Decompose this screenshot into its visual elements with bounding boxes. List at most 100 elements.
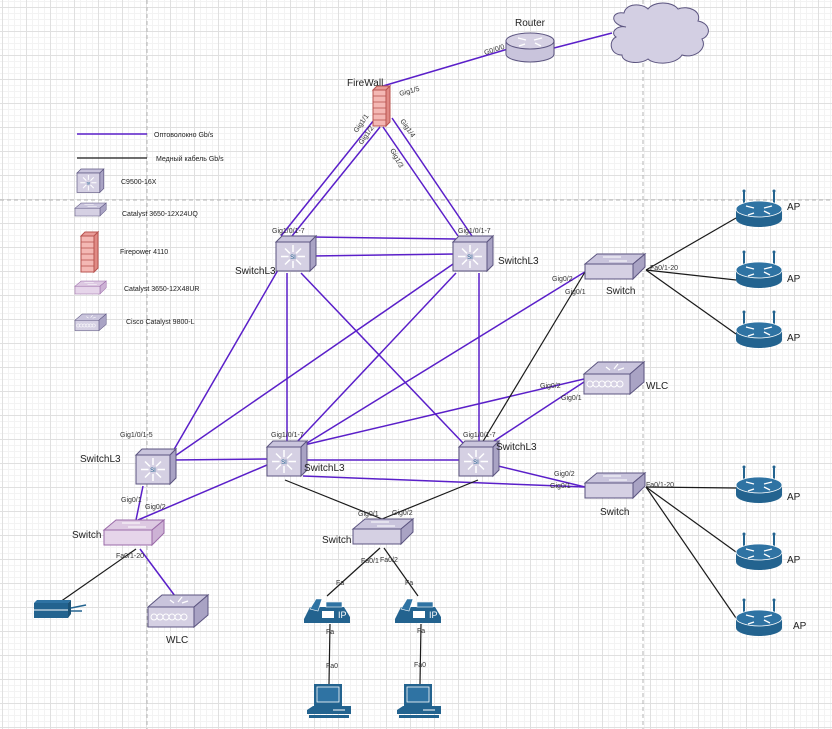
link-access-left-printer[interactable] xyxy=(59,548,137,603)
dist-b-port-label: Gig1/0/1-7 xyxy=(271,432,304,439)
legend-9800-label: Cisco Catalyst 9800-L xyxy=(126,319,195,326)
router-label: Router xyxy=(515,18,546,29)
wlc-left-label: WLC xyxy=(166,635,188,646)
link-core-core-1[interactable] xyxy=(311,236,457,240)
core-switch-left[interactable] xyxy=(275,235,317,272)
access-switch-bottom-right[interactable] xyxy=(584,472,646,499)
printer-icon[interactable] xyxy=(34,600,87,618)
link-coreR-distA[interactable] xyxy=(174,261,457,457)
link-distC-access-bottom-right[interactable] xyxy=(497,465,586,488)
link-access-br-ap4[interactable] xyxy=(645,486,737,489)
link-fw-core-right-2[interactable] xyxy=(391,117,473,237)
access-br-port-gig0-1: Gig0/1 xyxy=(550,483,571,490)
fw-port-gig1-4: Gig1/4 xyxy=(398,118,416,139)
access-switch-left[interactable] xyxy=(103,519,165,546)
ip-phone-1[interactable]: IP xyxy=(304,598,350,623)
access-switch-top-right[interactable] xyxy=(584,253,646,280)
link-distC-access-center[interactable] xyxy=(381,479,479,520)
core-right-label: SwitchL3 xyxy=(498,256,539,267)
l2-switch-light-icon xyxy=(74,280,107,295)
fw-port-gig1-5: Gig1/5 xyxy=(399,86,421,98)
access-center-port-gig0-2: Gig0/2 xyxy=(392,510,413,517)
internet-cloud[interactable] xyxy=(610,2,709,64)
link-distA-distB[interactable] xyxy=(172,458,268,461)
access-br-port-gig0-2: Gig0/2 xyxy=(554,471,575,478)
access-center-port-fa0-1: Fa0/1 xyxy=(361,558,379,565)
access-br-label: Switch xyxy=(600,507,629,518)
access-point-6[interactable] xyxy=(735,597,783,637)
link-phone2-pc2[interactable] xyxy=(419,623,422,685)
ap-4-label: AP xyxy=(787,492,801,503)
link-firewall-router[interactable] xyxy=(382,48,509,87)
link-fw-core-right-1[interactable] xyxy=(382,126,459,237)
access-point-3[interactable] xyxy=(735,309,783,349)
link-access-left-wlc-left[interactable] xyxy=(139,548,176,597)
link-core-core-2[interactable] xyxy=(311,253,457,257)
link-distB-wlc-right[interactable] xyxy=(303,378,585,446)
wlc-right-port-gig0-1: Gig0/1 xyxy=(561,395,582,402)
router[interactable] xyxy=(505,32,555,63)
link-access-tr-ap1[interactable] xyxy=(645,217,737,271)
wlc-right[interactable] xyxy=(583,361,645,395)
link-access-br-ap6[interactable] xyxy=(645,486,737,619)
pc-2[interactable] xyxy=(397,684,441,718)
legend-copper-label: Медный кабель Gb/s xyxy=(156,155,224,163)
access-point-2[interactable] xyxy=(735,249,783,289)
link-distA-access-left[interactable] xyxy=(135,485,144,521)
dist-c-port-label: Gig1/0/1-7 xyxy=(463,432,496,439)
dist-switch-c[interactable] xyxy=(458,440,500,477)
wlc-left[interactable] xyxy=(147,594,209,628)
phone-1-port-up: Fa xyxy=(336,580,344,587)
pc-1[interactable] xyxy=(307,684,351,718)
phone-2-port-up: Fa xyxy=(405,580,413,587)
link-distB-access-center[interactable] xyxy=(284,479,383,520)
link-router-cloud[interactable] xyxy=(553,32,613,49)
access-left-port-gig0-1: Gig0/1 xyxy=(121,497,142,504)
link-distC-access-top-right[interactable] xyxy=(481,271,586,444)
wlc-right-label: WLC xyxy=(646,381,668,392)
access-left-label: Switch xyxy=(72,530,101,541)
l2-switch-icon xyxy=(74,202,107,217)
firewall-label: FireWall xyxy=(347,78,383,89)
core-switch-right[interactable] xyxy=(452,235,494,272)
router-port-label: G0/0/0 xyxy=(483,44,505,57)
ap-2-label: AP xyxy=(787,274,801,285)
link-access-center-phone1[interactable] xyxy=(326,547,381,597)
link-access-tr-ap3[interactable] xyxy=(645,269,737,335)
dist-switch-b[interactable] xyxy=(266,440,308,477)
dist-b-label: SwitchL3 xyxy=(304,463,345,474)
link-coreL-distA[interactable] xyxy=(171,269,279,454)
link-distC-wlc-right[interactable] xyxy=(490,381,585,444)
link-coreR-distB[interactable] xyxy=(295,272,457,444)
link-access-br-ap5[interactable] xyxy=(645,486,737,553)
link-fw-core-left-2[interactable] xyxy=(291,126,381,237)
core-right-port-label: Gig1/0/1-7 xyxy=(458,228,491,235)
ap-1-label: AP xyxy=(787,202,801,213)
pc-1-port: Fa0 xyxy=(326,663,338,670)
access-point-5[interactable] xyxy=(735,531,783,571)
link-coreL-distC[interactable] xyxy=(300,272,464,444)
ip-phone-2[interactable]: IP xyxy=(395,598,441,623)
pc-2-port: Fa0 xyxy=(414,662,426,669)
access-center-port-fa0-2: Fa0/2 xyxy=(380,557,398,564)
link-access-tr-ap2[interactable] xyxy=(645,269,737,281)
link-phone1-pc1[interactable] xyxy=(328,623,331,685)
access-center-label: Switch xyxy=(322,535,351,546)
access-switch-center[interactable] xyxy=(352,518,414,545)
dist-a-port-label: Gig1/0/1-5 xyxy=(120,432,153,439)
dist-a-label: SwitchL3 xyxy=(80,454,121,465)
access-point-1[interactable] xyxy=(735,188,783,228)
access-point-4[interactable] xyxy=(735,464,783,504)
ap-3-label: AP xyxy=(787,333,801,344)
access-left-port-fa: Fa0/1-20 xyxy=(116,553,144,560)
link-distB-access-bottom-right[interactable] xyxy=(302,475,586,488)
link-access-center-phone2[interactable] xyxy=(383,547,419,597)
access-left-port-gig0-2: Gig0/2 xyxy=(145,504,166,511)
firewall[interactable] xyxy=(371,84,392,128)
wlc-right-port-gig0-2: Gig0/2 xyxy=(540,383,561,390)
link-fw-core-left-1[interactable] xyxy=(280,119,375,237)
link-distB-access-left[interactable] xyxy=(137,464,268,521)
legend-fiber-label: Оптоволокно Gb/s xyxy=(154,132,214,139)
dist-switch-a[interactable] xyxy=(135,448,177,485)
link-coreR-access-top-right[interactable] xyxy=(285,269,589,457)
